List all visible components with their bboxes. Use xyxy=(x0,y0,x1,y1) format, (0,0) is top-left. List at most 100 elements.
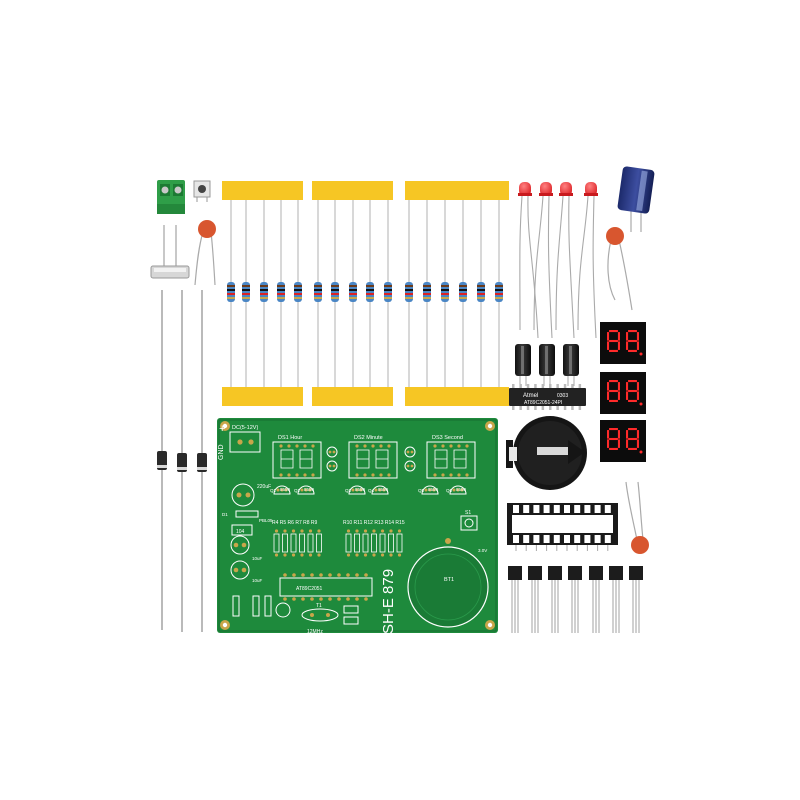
socket-hole xyxy=(604,505,611,513)
pcb-q-label: Q1 xyxy=(270,488,277,493)
resistor-strip-2 xyxy=(312,181,393,406)
pcb-switch-label: S1 xyxy=(465,510,471,516)
chip-pin xyxy=(534,405,537,410)
transistor-row xyxy=(508,566,643,633)
socket-hole xyxy=(513,505,519,513)
ceramic-capacitor-right-bottom xyxy=(625,481,649,554)
pcb-mcu-pad xyxy=(319,597,323,601)
pcb-mcu-pad xyxy=(301,573,305,577)
resistor-strip-1 xyxy=(222,181,303,406)
pcb-mcu-pad xyxy=(355,573,359,577)
red-led xyxy=(533,182,553,339)
pcb-mcu-pad xyxy=(310,573,314,577)
pcb-mcu-pad xyxy=(292,573,296,577)
resistor xyxy=(331,200,339,387)
pcb-transistor-label: 8550 xyxy=(280,487,291,492)
tape-top xyxy=(222,181,303,200)
resistor xyxy=(277,200,285,387)
pcb-resistor-footprint xyxy=(273,529,280,557)
transistor xyxy=(528,566,542,633)
chip-pin xyxy=(571,405,574,410)
pcb-transistor-label: 8550 xyxy=(428,487,439,492)
pcb-mcu-pad xyxy=(337,573,341,577)
pcb-mcu-pad xyxy=(328,597,332,601)
pcb-display-label: DS1 Hour xyxy=(278,435,302,441)
pcb-mcu-pad xyxy=(337,597,341,601)
electrolytic-capacitor xyxy=(563,344,579,386)
pcb-model-label: SH-E 879 xyxy=(380,569,397,634)
pcb-cap-10uf-a: 10uF xyxy=(252,556,263,561)
socket-hole xyxy=(533,505,540,513)
chip-pin xyxy=(563,384,567,389)
chip-pin xyxy=(526,405,530,410)
pcb-104-label: 104 xyxy=(236,529,245,535)
socket-hole xyxy=(574,535,581,543)
resistor xyxy=(459,200,467,387)
red-led xyxy=(518,182,539,339)
pcb-power-label: DC(5-12V) xyxy=(232,425,258,431)
pcb-q-label: Q5 xyxy=(418,488,425,493)
large-electrolytic-capacitor xyxy=(617,166,655,232)
pcb-resistor-footprint xyxy=(396,529,403,557)
transistor xyxy=(589,566,603,633)
socket-hole xyxy=(604,535,611,543)
seven-segment-displays xyxy=(600,322,646,462)
resistor-strip-3 xyxy=(405,181,509,406)
socket-hole xyxy=(523,505,530,513)
tape-top xyxy=(405,181,509,200)
pcb-mcu-pad xyxy=(283,573,287,577)
resistor xyxy=(441,200,449,387)
pcb-display-footprint: DS1 Hour xyxy=(272,435,322,479)
pcb-mcu-pad xyxy=(328,573,332,577)
socket-hole xyxy=(543,535,550,543)
electrolytic-capacitor xyxy=(515,344,531,386)
coin-battery-holder xyxy=(506,416,587,490)
chip-pin xyxy=(519,384,522,389)
small-electrolytic-capacitors xyxy=(515,344,579,386)
tape-bottom xyxy=(312,387,393,406)
pcb-resistor-footprint xyxy=(290,529,297,557)
crystal-oscillator xyxy=(150,225,190,279)
socket-hole xyxy=(564,505,570,513)
socket-hole xyxy=(584,535,591,543)
socket-hole xyxy=(594,505,601,513)
tape-bottom xyxy=(222,387,303,406)
pcb-led-footprint xyxy=(404,460,416,472)
resistor xyxy=(260,200,268,387)
resistor xyxy=(495,200,503,387)
socket-hole xyxy=(574,505,581,513)
pcb-transistor-label: 8550 xyxy=(378,487,389,492)
transistor xyxy=(548,566,562,633)
pcb-resistor-footprint xyxy=(307,529,314,557)
pcb-q-label: Q2 xyxy=(294,488,301,493)
resistor xyxy=(405,200,413,387)
socket-hole xyxy=(513,535,519,543)
socket-hole xyxy=(553,505,560,513)
chip-pin xyxy=(512,405,515,410)
pcb-mcu-pad xyxy=(346,573,350,577)
pcb-cap-10uf-b: 10uF xyxy=(252,578,263,583)
chip-pin xyxy=(549,405,552,410)
chip-pin xyxy=(571,384,574,389)
resistor xyxy=(227,200,235,387)
pcb-cap-220uf: 220uF xyxy=(257,484,271,490)
pcb-led-footprint xyxy=(404,446,416,458)
pcb-mcu-pad xyxy=(283,597,287,601)
chip-pin xyxy=(556,384,559,389)
pcb-transistor-label: 8550 xyxy=(304,487,315,492)
pcb-display-label: DS3 Second xyxy=(432,435,463,441)
pcb-led-footprint xyxy=(326,460,338,472)
ceramic-capacitor-left xyxy=(194,220,216,286)
transistor xyxy=(508,566,522,633)
resistor xyxy=(423,200,431,387)
pcb-resistor-row-left-label: R4 R5 R6 R7 R8 R9 xyxy=(272,520,318,526)
resistor xyxy=(477,200,485,387)
diode-1 xyxy=(157,290,167,630)
pcb-resistor-footprint xyxy=(354,529,360,557)
pcb-mcu-pad xyxy=(364,573,368,577)
electrolytic-capacitor xyxy=(539,344,555,386)
